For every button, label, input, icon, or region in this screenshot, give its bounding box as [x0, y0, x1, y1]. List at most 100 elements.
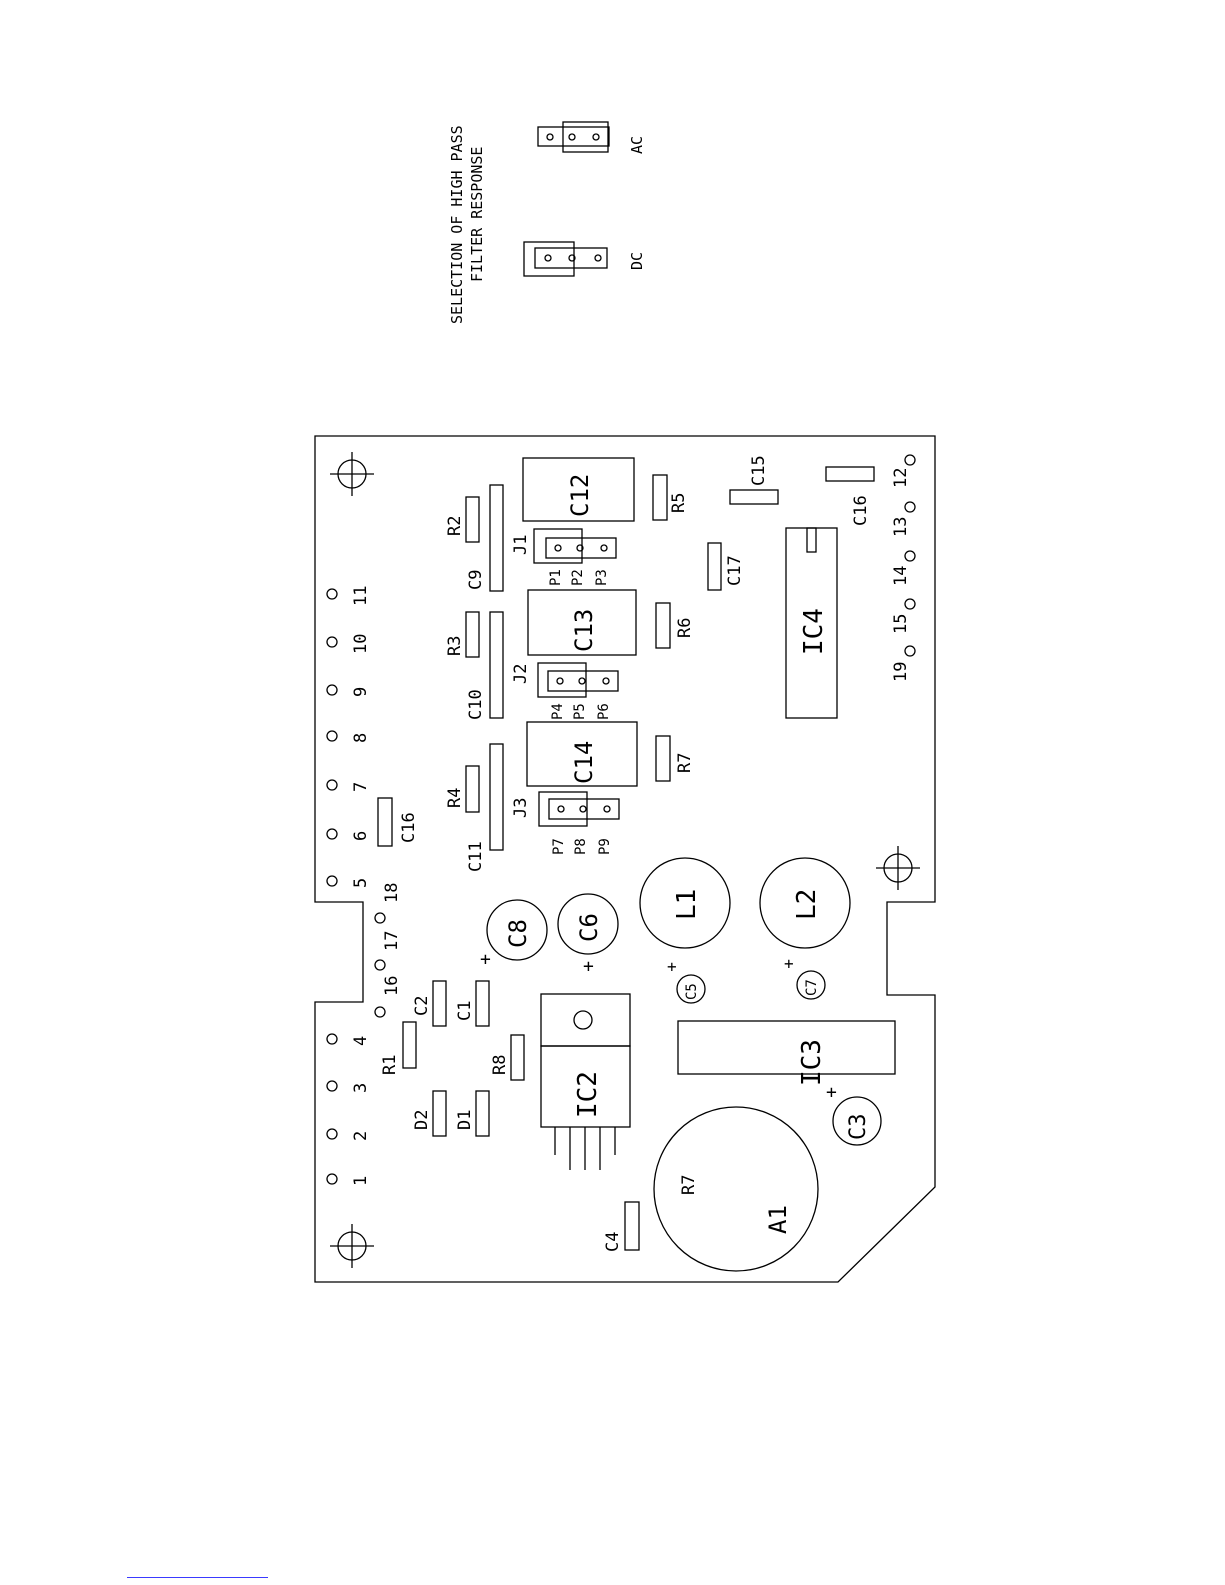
label-c9: C9: [466, 570, 486, 590]
pin-label-17: 17: [382, 931, 402, 951]
label-c2: C2: [412, 996, 432, 1016]
label-p3: P3: [594, 569, 610, 586]
label-c15: C15: [749, 455, 769, 486]
mounting-hole-right: [876, 846, 920, 890]
resistor-r3: [466, 612, 479, 657]
ac-label: AC: [628, 136, 646, 154]
polarity-c7: +: [784, 954, 794, 973]
jumper-j3: [539, 792, 619, 826]
diode-d1: [476, 1091, 489, 1136]
label-c3: C3: [846, 1114, 871, 1141]
pin-label-10: 10: [351, 634, 371, 654]
label-c11: C11: [466, 841, 486, 872]
capacitor-c16-right: [826, 467, 874, 481]
pin-label-16: 16: [382, 976, 402, 996]
label-r1: R1: [380, 1055, 400, 1075]
label-p2: P2: [570, 569, 586, 586]
legend-title-line2: FILTER RESPONSE: [468, 147, 486, 282]
resistor-r7: [656, 736, 670, 781]
capacitor-c1: [476, 981, 489, 1026]
resistor-r2: [466, 497, 479, 542]
label-p7: P7: [551, 838, 567, 855]
resistor-r8: [511, 1035, 524, 1080]
label-r3: R3: [445, 636, 465, 656]
polarity-c6: +: [583, 956, 594, 977]
label-c10: C10: [466, 689, 486, 720]
capacitor-c10: [490, 612, 503, 718]
capacitor-c15: [730, 490, 778, 504]
label-ic4: IC4: [799, 608, 829, 655]
pin-label-11: 11: [351, 586, 371, 606]
pin-label-9: 9: [351, 687, 371, 697]
pin-label-18: 18: [382, 883, 402, 903]
resistor-r6: [656, 603, 670, 648]
label-c13: C13: [570, 609, 598, 652]
mounting-hole-top-left: [330, 452, 374, 496]
label-c14: C14: [570, 741, 598, 784]
label-r6: R6: [675, 618, 695, 638]
chip-ic3: [678, 1021, 895, 1074]
label-c17: C17: [725, 555, 745, 586]
label-c1: C1: [455, 1001, 475, 1021]
label-l1: L1: [672, 889, 702, 920]
jumper-ac: [538, 122, 609, 152]
label-ic3: IC3: [797, 1039, 827, 1086]
label-p9: P9: [597, 838, 613, 855]
label-r4: R4: [445, 788, 465, 808]
diode-d2: [433, 1091, 446, 1136]
label-c4: C4: [603, 1232, 623, 1252]
label-p4: P4: [550, 703, 566, 720]
label-c12: C12: [566, 474, 594, 517]
resistor-r5: [653, 475, 667, 520]
label-r2: R2: [445, 516, 465, 536]
pin-label-12: 12: [891, 468, 911, 488]
jumper-j2: [538, 663, 618, 697]
pin-label-1: 1: [351, 1176, 371, 1186]
pin-label-4: 4: [351, 1036, 371, 1046]
label-c5: C5: [684, 983, 700, 1000]
label-p8: P8: [573, 838, 589, 855]
polarity-c8: +: [480, 949, 491, 970]
pin-label-19: 19: [891, 662, 911, 682]
label-a1: A1: [764, 1205, 792, 1234]
jumper-j1: [534, 529, 616, 563]
polarity-c5: +: [667, 957, 677, 976]
label-j2: J2: [511, 664, 531, 684]
label-c6: C6: [575, 913, 603, 942]
pin-label-8: 8: [351, 733, 371, 743]
label-r5: R5: [669, 493, 689, 513]
capacitor-c4: [625, 1202, 639, 1250]
footer-rule: [127, 1577, 268, 1578]
pin-label-14: 14: [891, 566, 911, 586]
label-p5: P5: [572, 703, 588, 720]
chip-ic4-notch: [807, 528, 816, 552]
polarity-c3: +: [826, 1082, 837, 1103]
label-j3: J3: [511, 798, 531, 818]
legend: SELECTION OF HIGH PASS FILTER RESPONSE A…: [448, 122, 646, 324]
label-r7: R7: [675, 753, 695, 773]
capacitor-c9: [490, 485, 503, 591]
label-c16-right: C16: [851, 495, 871, 526]
pin-label-5: 5: [351, 878, 371, 888]
capacitor-c17: [708, 543, 721, 590]
capacitor-c11: [490, 744, 503, 850]
capacitor-c16-left: [378, 798, 392, 846]
label-a1-r7: R7: [679, 1175, 699, 1195]
legend-title-line1: SELECTION OF HIGH PASS: [448, 125, 466, 324]
label-p1: P1: [548, 569, 564, 586]
pin-label-13: 13: [891, 517, 911, 537]
label-d1: D1: [455, 1110, 475, 1130]
label-p6: P6: [596, 703, 612, 720]
pin-label-15: 15: [891, 614, 911, 634]
jumper-dc: [524, 242, 607, 276]
label-c8: C8: [504, 919, 532, 948]
board-outline: [315, 436, 935, 1282]
label-r8: R8: [490, 1055, 510, 1075]
label-l2: L2: [792, 889, 822, 920]
label-c7: C7: [804, 979, 820, 996]
pin-label-3: 3: [351, 1083, 371, 1093]
pin-label-2: 2: [351, 1131, 371, 1141]
capacitor-c2: [433, 981, 446, 1026]
